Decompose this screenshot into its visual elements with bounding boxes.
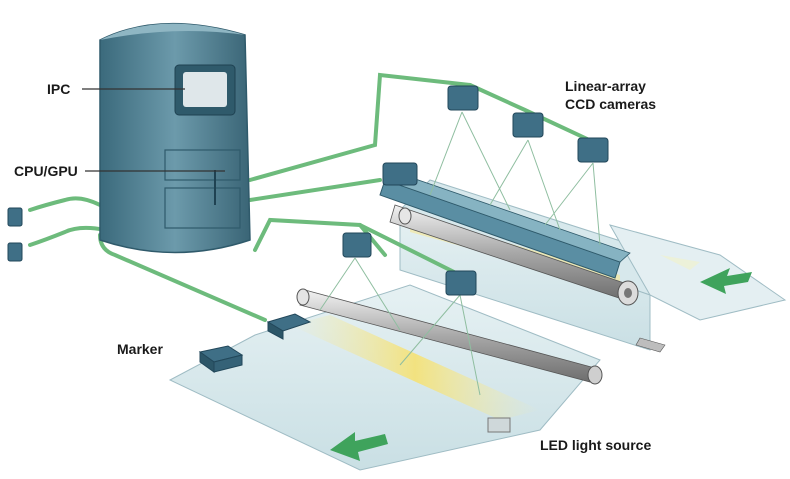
rollers — [296, 204, 666, 385]
label-linear-array-cameras: Linear-array CCD cameras — [565, 77, 656, 113]
label-ipc: IPC — [47, 81, 71, 97]
flow-arrow-icon — [330, 268, 752, 461]
label-cpu-gpu: CPU/GPU — [14, 163, 78, 179]
ipc-cabinet — [99, 22, 251, 254]
leader-lines — [82, 88, 225, 172]
label-cameras-line1: Linear-array — [565, 78, 646, 94]
label-cameras-line2: CCD cameras — [565, 96, 657, 112]
marker-device-icon — [198, 313, 312, 373]
camera-view-lines — [319, 111, 601, 396]
ccd-camera-icon — [342, 85, 609, 296]
label-marker: Marker — [117, 341, 163, 357]
power-plug-icon — [7, 207, 23, 262]
led-light-bar — [379, 171, 631, 433]
label-led-light-source: LED light source — [540, 437, 652, 453]
